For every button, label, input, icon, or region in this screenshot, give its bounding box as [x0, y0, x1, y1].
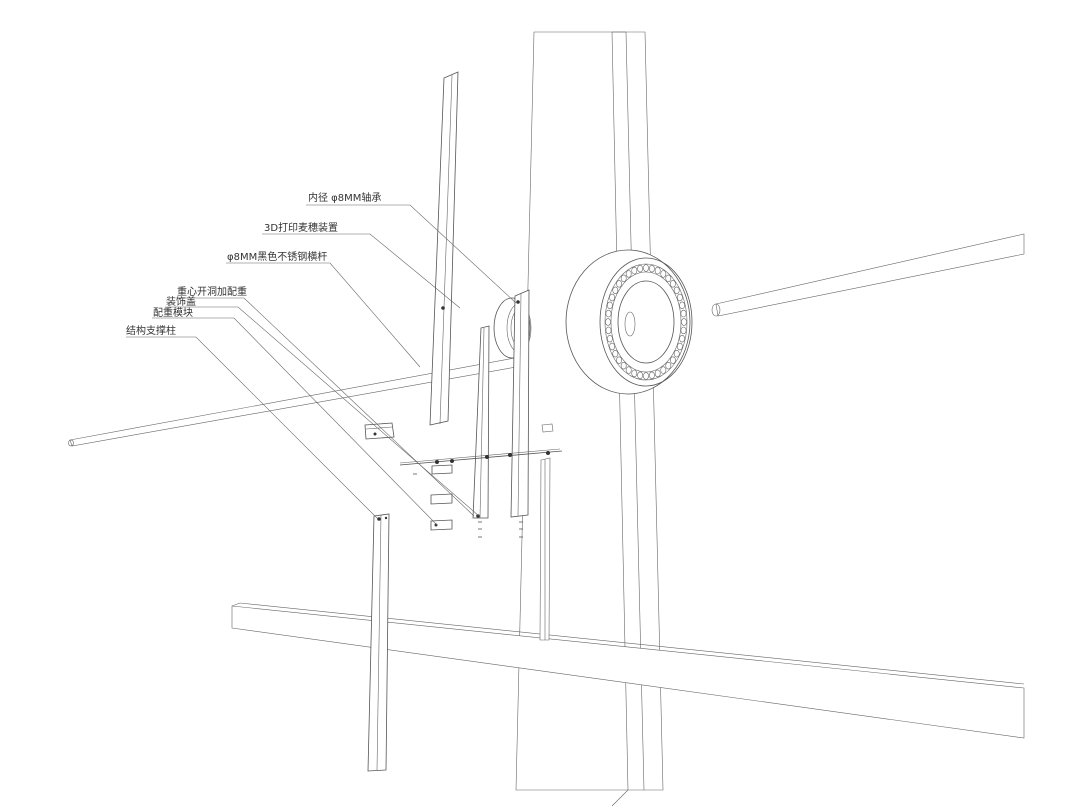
bearing-ball	[609, 293, 615, 302]
bearing-ball	[677, 342, 683, 351]
counterweight-block-2	[430, 493, 453, 505]
wheat-device-right	[510, 289, 530, 518]
bearing-ball	[681, 318, 687, 326]
bearing-ball	[616, 356, 622, 364]
bearing-ball	[649, 265, 655, 273]
label-counterweight-hole: 重心开洞加配重	[177, 285, 247, 298]
small-support-post	[539, 457, 551, 641]
structural-support-column	[367, 513, 390, 772]
label-steel-rod: φ8MM黑色不锈钢横杆	[227, 250, 327, 263]
bearing-ball	[620, 362, 627, 370]
bearing-ball	[670, 280, 676, 288]
large-bearing-ring	[565, 249, 693, 395]
fastener-marks	[413, 473, 523, 538]
small-axle	[399, 448, 563, 466]
right-rod	[711, 233, 1025, 317]
bearing-ball	[625, 366, 632, 374]
bearing-ball	[607, 301, 613, 309]
bearing-ball	[631, 266, 638, 275]
bearing-ball	[673, 286, 680, 294]
bearing-ball	[605, 326, 612, 335]
bearing-ball	[620, 274, 627, 282]
label-counterweight-module: 配重模块	[153, 306, 193, 319]
bearing-ball	[660, 366, 667, 374]
bearing-ball	[607, 335, 613, 343]
bearing-ball	[612, 350, 619, 358]
bearing-ball	[677, 293, 683, 302]
main-vertical-column	[515, 31, 664, 807]
bearing-ball	[643, 372, 649, 380]
bearing-ball	[654, 266, 661, 275]
counterweight-block-1	[431, 464, 453, 475]
bearing-ball	[680, 309, 687, 318]
bearing-ball	[605, 309, 612, 318]
bearing-ball	[637, 371, 643, 379]
bearing-ball	[654, 369, 661, 378]
bearing-ball	[660, 270, 667, 278]
bearing-ball	[625, 270, 632, 278]
label-decor-cap: 装饰盖	[166, 295, 196, 308]
label-support-column: 结构支撑柱	[126, 324, 176, 337]
bearing-ball	[605, 318, 611, 326]
callout-labels: 内径 φ8MM轴承 3D打印麦穗装置 φ8MM黑色不锈钢横杆 重心开洞加配重 装…	[126, 191, 381, 337]
label-print-device: 3D打印麦穗装置	[264, 221, 338, 234]
wheat-device-tall	[429, 71, 459, 426]
bearing-ball	[665, 362, 672, 370]
bearing-ball	[637, 265, 643, 273]
bearing-ball	[679, 335, 685, 343]
steel-cross-rod	[68, 356, 523, 447]
small-cap-block	[541, 423, 554, 433]
bottom-horizontal-beam	[231, 602, 1025, 739]
bearing-ball	[609, 342, 615, 351]
counterweight-block-3	[430, 519, 453, 531]
bearing-ball	[679, 301, 685, 309]
leader-lines	[126, 204, 517, 526]
bearing-ball	[643, 264, 649, 272]
bearing-ball	[680, 326, 687, 335]
bearing-ball	[670, 356, 676, 364]
bearing-ball	[649, 371, 655, 379]
bearing-ball	[673, 350, 680, 358]
bearing-ball	[612, 286, 619, 294]
label-bearing: 内径 φ8MM轴承	[308, 191, 381, 204]
bearing-ball	[631, 369, 638, 378]
decor-cap-block	[364, 422, 395, 440]
bearing-ball	[665, 274, 672, 282]
bearing-ball	[616, 280, 622, 288]
wheat-device-middle	[472, 325, 490, 519]
